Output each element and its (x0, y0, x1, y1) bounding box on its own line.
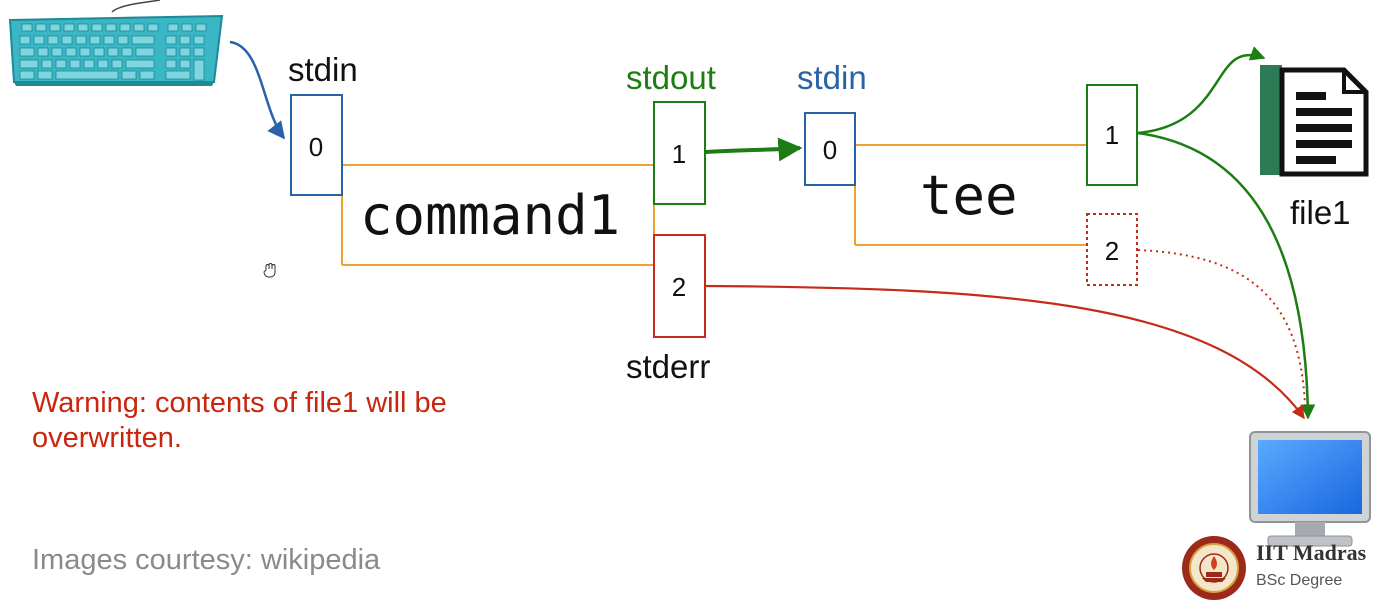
hand-cursor-icon (263, 263, 276, 278)
cmd1-stderr-box (653, 234, 706, 338)
tee-stdin-label: stdin (797, 59, 867, 96)
monitor-icon (1249, 431, 1371, 547)
cmd1-stdout-label: stdout (626, 59, 716, 96)
cmd1-stdout-box (653, 101, 706, 205)
tee-to-monitor-arrow (1137, 131, 1316, 420)
cmd1-stderr-label: stderr (626, 348, 710, 385)
cmd1-stderr-fd: 2 (672, 272, 686, 302)
tee-stdout-fd: 1 (1105, 120, 1119, 150)
cmd1-stdin-box (290, 94, 343, 196)
image-credit: Images courtesy: wikipedia (32, 544, 381, 576)
cmd1-stdout-fd: 1 (672, 139, 686, 169)
file1-label: file1 (1290, 194, 1351, 231)
command1-body (341, 164, 655, 266)
brand-subtitle: BSc Degree (1256, 572, 1343, 589)
cmd1-stdin-fd: 0 (309, 132, 323, 162)
tee-stderr-to-monitor-arrow (1137, 249, 1306, 406)
keyboard-icon (8, 0, 224, 86)
stderr-to-monitor-arrow (705, 284, 1305, 420)
brand-title: IIT Madras (1256, 540, 1367, 565)
tee-stdin-fd: 0 (823, 135, 837, 165)
command1-name: command1 (360, 184, 620, 247)
cmd1-stdin-label: stdin (288, 51, 358, 88)
overwrite-warning: Warning: contents of file1 will be overw… (32, 387, 447, 454)
tee-stdout-box (1086, 84, 1138, 186)
tee-stderr-box (1086, 213, 1138, 286)
institute-branding: IIT Madras BSc Degree (1180, 534, 1380, 602)
tee-body (854, 144, 1087, 246)
institute-logo-icon (1182, 536, 1246, 600)
keyboard-to-stdin-arrow (229, 40, 286, 140)
document-icon (1260, 65, 1369, 177)
tee-stderr-fd: 2 (1105, 236, 1119, 266)
pipe-arrow (705, 137, 803, 162)
tee-to-file-arrow (1137, 46, 1266, 135)
tee-stdin-box (804, 112, 856, 186)
tee-name: tee (920, 164, 1018, 227)
